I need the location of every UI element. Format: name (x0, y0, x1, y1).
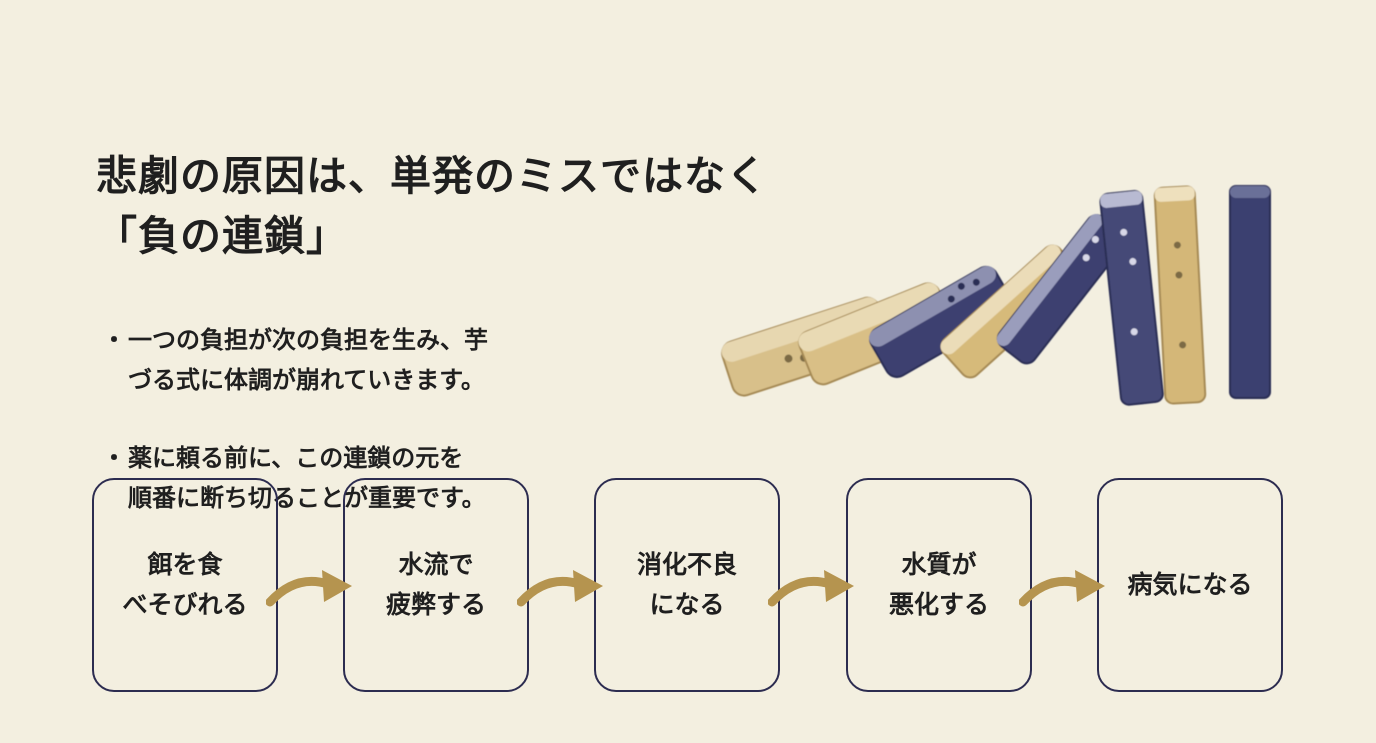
flow-step-label: 餌を食 べそびれる (122, 550, 248, 619)
flow-step-box: 水質が 悪化する (846, 478, 1032, 692)
domino-navy (1099, 190, 1164, 406)
flow-step-label: 消化不良 になる (636, 550, 737, 619)
domino-navy (1229, 185, 1271, 399)
flow-step-label: 水流で 疲弊する (385, 550, 486, 619)
bullet-marker: ・ (102, 326, 126, 354)
bullet-text-line: づる式に体調が崩れていきます。 (128, 366, 485, 394)
domino-illustration (721, 185, 1271, 406)
curved-arrow-icon (1019, 570, 1105, 607)
bullet-marker: ・ (102, 444, 126, 472)
flow-step-label: 病気になる (1127, 570, 1253, 599)
bullet-item: ・ 一つの負担が次の負担を生み、芋 づる式に体調が崩れていきます。 (100, 320, 488, 400)
flow-step-box: 消化不良 になる (594, 478, 780, 692)
curved-arrow-icon (266, 570, 352, 607)
flow-step-box: 病気になる (1097, 478, 1283, 692)
curved-arrow-icon (768, 570, 854, 607)
flow-step-box: 水流で 疲弊する (343, 478, 529, 692)
bullet-list: ・ 一つの負担が次の負担を生み、芋 づる式に体調が崩れていきます。 ・ 薬に頼る… (100, 320, 488, 556)
title-line-2: 「負の連鎖」 (96, 212, 348, 260)
page-title: 悲劇の原因は、単発のミスではなく 「負の連鎖」 (96, 146, 768, 266)
bullet-text-line: 薬に頼る前に、この連鎖の元を (128, 444, 464, 472)
domino-group (721, 185, 1271, 406)
domino-gold (1153, 185, 1207, 405)
bullet-item: ・ 薬に頼る前に、この連鎖の元を 順番に断ち切ることが重要です。 (100, 438, 488, 518)
curved-arrow-icon (517, 570, 603, 607)
bullet-text-line: 順番に断ち切ることが重要です。 (128, 484, 486, 512)
flow-step-label: 水質が 悪化する (888, 550, 989, 619)
title-line-1: 悲劇の原因は、単発のミスではなく (96, 152, 768, 200)
bullet-text-line: 一つの負担が次の負担を生み、芋 (128, 326, 488, 354)
flow-step-box: 餌を食 べそびれる (92, 478, 278, 692)
